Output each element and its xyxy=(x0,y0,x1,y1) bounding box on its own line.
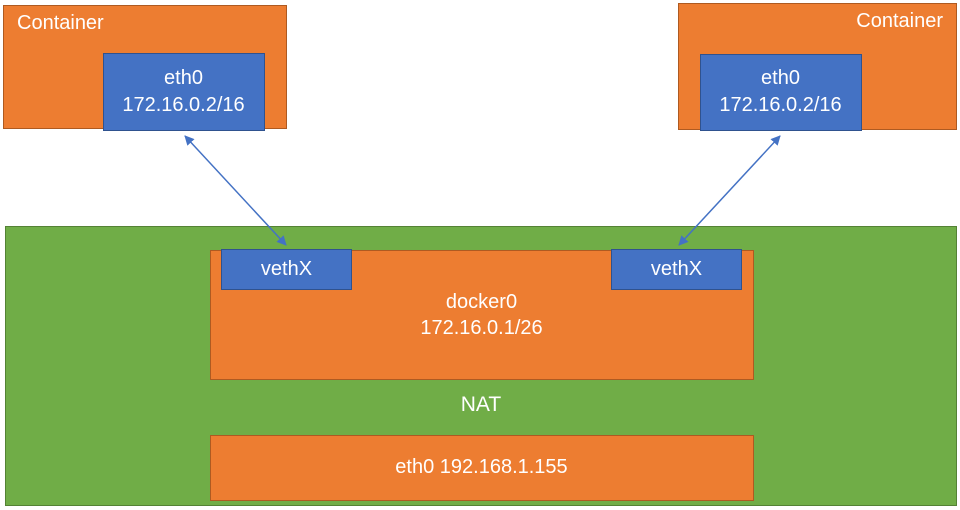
docker0-address: 172.16.0.1/26 xyxy=(420,316,543,339)
container-left-eth0-box: eth0 172.16.0.2/16 xyxy=(102,52,265,131)
docker0-bridge-box: vethX vethX docker0 172.16.0.1/26 xyxy=(209,248,754,380)
veth-left-box: vethX xyxy=(221,248,352,290)
container-left-label: Container xyxy=(17,12,104,34)
nat-label: NAT xyxy=(460,393,502,416)
host-box: vethX vethX docker0 172.16.0.1/26 NAT et… xyxy=(5,226,957,506)
container-right-eth0-name: eth0 xyxy=(761,67,800,89)
host-eth0-box: eth0 192.168.1.155 xyxy=(209,434,754,501)
veth-left-label: vethX xyxy=(260,258,313,281)
container-right-eth0-box: eth0 172.16.0.2/16 xyxy=(699,53,862,131)
container-right-label: Container xyxy=(856,10,943,32)
veth-right-box: vethX xyxy=(611,248,742,290)
host-eth0-label: eth0 192.168.1.155 xyxy=(395,456,568,478)
container-left: Container eth0 172.16.0.2/16 xyxy=(3,5,287,131)
veth-right-label: vethX xyxy=(650,258,703,281)
container-right: Container eth0 172.16.0.2/16 xyxy=(678,3,957,131)
container-left-eth0-name: eth0 xyxy=(164,66,203,89)
container-left-eth0-address: 172.16.0.2/16 xyxy=(122,93,245,116)
docker0-name: docker0 xyxy=(445,290,518,313)
container-right-eth0-address: 172.16.0.2/16 xyxy=(719,94,842,116)
